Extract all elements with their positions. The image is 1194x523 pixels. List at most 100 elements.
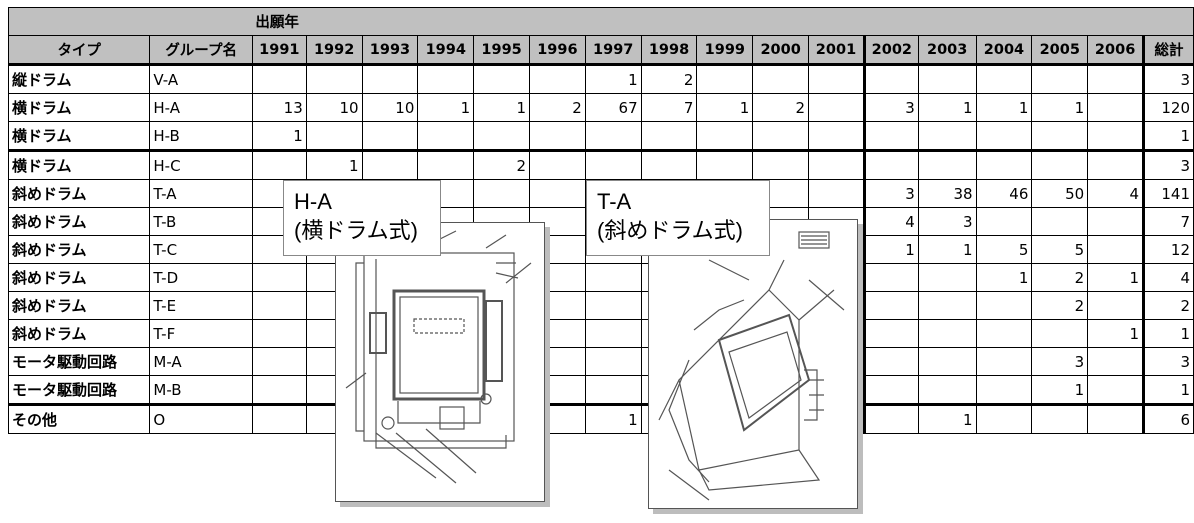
count-cell: 5 xyxy=(975,235,1033,264)
count-cell: 1 xyxy=(417,93,475,122)
count-cell: 10 xyxy=(361,93,419,122)
count-cell xyxy=(251,263,307,292)
count-cell xyxy=(361,121,419,151)
count-cell xyxy=(975,64,1033,94)
group-cell: M-A xyxy=(149,347,253,376)
group-header-row: 出願年 xyxy=(7,7,1194,36)
count-cell xyxy=(251,319,307,348)
count-cell: 1 xyxy=(917,235,977,264)
count-cell xyxy=(808,64,865,94)
count-cell xyxy=(584,263,642,292)
total-cell: 1 xyxy=(1142,375,1194,405)
ha-callout: H-A (横ドラム式) xyxy=(283,180,441,256)
total-cell: 7 xyxy=(1142,207,1194,236)
count-cell xyxy=(862,403,919,434)
count-cell: 1 xyxy=(251,121,307,151)
count-cell: 1 xyxy=(696,93,754,122)
count-cell: 2 xyxy=(640,64,698,94)
group-cell: V-A xyxy=(149,64,253,94)
count-cell: 1 xyxy=(1087,319,1145,348)
group-cell: H-C xyxy=(149,149,253,180)
year-header: 2003 xyxy=(917,35,977,66)
year-header: 2004 xyxy=(975,35,1033,66)
count-cell xyxy=(808,179,865,208)
count-cell xyxy=(917,291,977,320)
count-cell: 10 xyxy=(305,93,363,122)
type-cell: 斜めドラム xyxy=(7,263,151,292)
count-cell: 1 xyxy=(862,235,919,264)
blank-cell xyxy=(149,7,253,36)
total-cell: 3 xyxy=(1142,149,1194,180)
count-cell xyxy=(305,64,363,94)
year-header: 1999 xyxy=(696,35,754,66)
type-cell: 斜めドラム xyxy=(7,319,151,348)
count-cell xyxy=(917,121,977,151)
year-header: 2002 xyxy=(862,35,919,66)
count-cell xyxy=(1087,64,1145,94)
count-cell: 1 xyxy=(917,93,977,122)
count-cell: 1 xyxy=(1031,375,1089,405)
type-cell: 斜めドラム xyxy=(7,207,151,236)
count-cell xyxy=(640,121,698,151)
count-cell: 3 xyxy=(1031,347,1089,376)
count-cell xyxy=(917,375,977,405)
count-cell: 1 xyxy=(917,403,977,434)
count-cell xyxy=(917,64,977,94)
count-cell xyxy=(417,121,475,151)
count-cell xyxy=(251,291,307,320)
count-cell: 5 xyxy=(1031,235,1089,264)
type-cell: 斜めドラム xyxy=(7,179,151,208)
count-cell xyxy=(584,319,642,348)
count-cell xyxy=(473,179,530,208)
count-cell xyxy=(808,149,865,180)
count-cell xyxy=(529,179,586,208)
count-cell: 38 xyxy=(917,179,977,208)
count-cell: 46 xyxy=(975,179,1033,208)
count-cell xyxy=(1031,121,1089,151)
blank-cell xyxy=(7,7,150,36)
group-cell: T-E xyxy=(149,291,253,320)
count-cell: 13 xyxy=(251,93,307,122)
count-cell xyxy=(975,403,1033,434)
total-cell: 1 xyxy=(1142,121,1194,151)
type-cell: 横ドラム xyxy=(7,121,151,151)
group-cell: H-B xyxy=(149,121,253,151)
count-cell: 3 xyxy=(917,207,977,236)
count-cell xyxy=(584,375,642,405)
count-cell xyxy=(1031,64,1089,94)
count-cell xyxy=(584,347,642,376)
type-cell: モータ駆動回路 xyxy=(7,347,151,376)
type-cell: 縦ドラム xyxy=(7,64,151,94)
group-cell: T-F xyxy=(149,319,253,348)
count-cell xyxy=(917,149,977,180)
count-cell xyxy=(1087,207,1145,236)
total-cell: 3 xyxy=(1142,64,1194,94)
type-header: タイプ xyxy=(7,35,151,66)
count-cell xyxy=(808,121,865,151)
count-cell xyxy=(752,121,810,151)
total-cell: 141 xyxy=(1142,179,1194,208)
group-cell: T-A xyxy=(149,179,253,208)
count-cell: 2 xyxy=(1031,291,1089,320)
count-cell xyxy=(361,149,419,180)
count-cell xyxy=(584,149,642,180)
count-cell xyxy=(305,121,363,151)
ta-callout: T-A (斜めドラム式) xyxy=(586,180,770,256)
year-header: 2001 xyxy=(808,35,865,66)
count-cell xyxy=(862,263,919,292)
count-cell xyxy=(1087,291,1145,320)
count-cell xyxy=(584,291,642,320)
count-cell: 1 xyxy=(1087,263,1145,292)
group-cell: O xyxy=(149,403,253,434)
count-cell: 3 xyxy=(862,93,919,122)
count-cell xyxy=(1031,207,1089,236)
count-cell xyxy=(917,347,977,376)
count-cell xyxy=(1031,403,1089,434)
group-cell: H-A xyxy=(149,93,253,122)
